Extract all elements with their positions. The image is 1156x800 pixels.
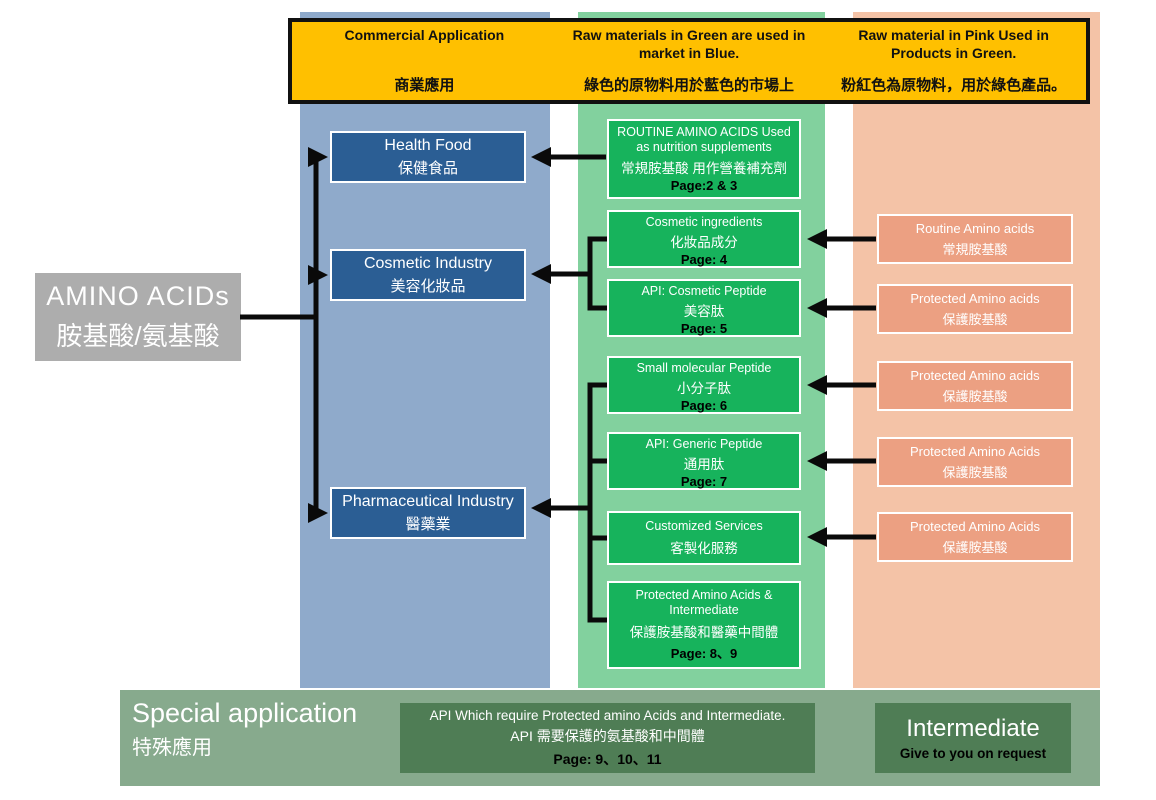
node-protected-amino-acids-raw-4: Protected Amino Acids 保護胺基酸: [877, 512, 1073, 562]
legend-pink-to-green: Raw material in Pink Used in Products in…: [821, 22, 1086, 100]
node-title: Protected Amino Acids: [909, 518, 1041, 534]
root-subtitle: 胺基酸/氨基酸: [56, 321, 220, 351]
node-page-ref: Page: 9、10、11: [553, 750, 662, 767]
legend-green-to-blue: Raw materials in Green are used in marke…: [557, 22, 822, 100]
special-application-band: Special application 特殊應用 API Which requi…: [120, 690, 1100, 786]
node-protected-amino-acids-raw-1: Protected Amino acids 保護胺基酸: [877, 284, 1073, 334]
node-title: Protected Amino acids: [910, 367, 1040, 383]
band-subtitle: 特殊應用: [132, 737, 212, 759]
node-title: Protected Amino acids: [910, 290, 1040, 306]
node-amino-acids-root: AMINO ACIDs 胺基酸/氨基酸: [35, 273, 241, 361]
root-title: AMINO ACIDs: [46, 281, 230, 311]
node-page-ref: Page: 4: [680, 252, 728, 267]
node-title: API: Generic Peptide: [645, 437, 763, 451]
node-title: Health Food: [384, 136, 472, 154]
node-title: Small molecular Peptide: [636, 361, 772, 375]
node-subtitle: 化妝品成分: [670, 235, 738, 250]
node-title: Customized Services: [645, 518, 763, 533]
node-subtitle: Give to you on request: [899, 746, 1047, 761]
node-protected-amino-acids-raw-2: Protected Amino acids 保護胺基酸: [877, 361, 1073, 411]
node-cosmetic-industry: Cosmetic Industry 美容化妝品: [330, 249, 526, 301]
special-application-heading: Special application 特殊應用: [132, 698, 357, 760]
legend-title: Raw materials in Green are used in marke…: [572, 27, 806, 61]
node-title: API: Cosmetic Peptide: [641, 284, 767, 298]
node-title: Protected Amino Acids & Intermediate: [635, 587, 773, 617]
node-page-ref: Page: 8、9: [670, 646, 738, 662]
node-page-ref: Page:2 & 3: [670, 178, 738, 194]
legend-title: Commercial Application: [344, 27, 505, 43]
blue-market-column-panel: [300, 12, 550, 688]
node-subtitle: 客製化服務: [670, 541, 738, 557]
node-title: Pharmaceutical Industry: [342, 492, 514, 510]
node-routine-amino-acids-supplements: ROUTINE AMINO ACIDS Used as nutrition su…: [607, 119, 801, 199]
legend-title: Raw material in Pink Used in Products in…: [858, 27, 1049, 61]
node-subtitle: 保護胺基酸: [942, 311, 1008, 327]
node-api-cosmetic-peptide: API: Cosmetic Peptide 美容肽 Page: 5: [607, 279, 801, 337]
node-subtitle: 醫藥業: [405, 515, 451, 533]
node-page-ref: Page: 7: [680, 474, 728, 489]
node-api-protected-intermediate: API Which require Protected amino Acids …: [400, 703, 815, 773]
node-intermediate: Intermediate Give to you on request: [875, 703, 1071, 773]
node-subtitle: 保護胺基酸: [942, 464, 1008, 480]
node-subtitle: 常規胺基酸: [942, 241, 1008, 257]
node-page-ref: Page: 5: [680, 321, 728, 336]
pink-raw-material-column-panel: [853, 12, 1100, 688]
node-title: Routine Amino acids: [915, 220, 1035, 236]
node-subtitle: 小分子肽: [677, 381, 731, 396]
node-subtitle: API 需要保護的氨基酸和中間體: [510, 727, 705, 744]
node-api-generic-peptide: API: Generic Peptide 通用肽 Page: 7: [607, 432, 801, 490]
node-subtitle: 常規胺基酸 用作營養補充劑: [621, 160, 787, 176]
legend-subtitle: 粉紅色為原物料，用於綠色產品。: [841, 77, 1067, 94]
node-title: ROUTINE AMINO ACIDS Used as nutrition su…: [617, 124, 791, 154]
node-subtitle: 保護胺基酸: [942, 388, 1008, 404]
node-title: Intermediate: [906, 715, 1040, 742]
node-cosmetic-ingredients: Cosmetic ingredients 化妝品成分 Page: 4: [607, 210, 801, 268]
node-protected-amino-acids-intermediate: Protected Amino Acids & Intermediate 保護胺…: [607, 581, 801, 669]
node-subtitle: 保護胺基酸和醫藥中間體: [629, 624, 779, 640]
legend-subtitle: 商業應用: [394, 77, 455, 94]
node-subtitle: 美容肽: [683, 304, 725, 319]
node-subtitle: 保健食品: [397, 159, 458, 177]
node-title: API Which require Protected amino Acids …: [429, 707, 786, 723]
node-customized-services: Customized Services 客製化服務: [607, 511, 801, 565]
legend-commercial-application: Commercial Application 商業應用: [292, 22, 557, 100]
legend-subtitle: 綠色的原物料用於藍色的市場上: [584, 77, 795, 94]
legend-header-bar: Commercial Application 商業應用 Raw material…: [288, 18, 1090, 104]
node-title: Cosmetic ingredients: [645, 215, 763, 229]
node-page-ref: Page: 6: [680, 398, 728, 413]
node-routine-amino-acids-raw: Routine Amino acids 常規胺基酸: [877, 214, 1073, 264]
node-small-molecular-peptide: Small molecular Peptide 小分子肽 Page: 6: [607, 356, 801, 414]
node-health-food: Health Food 保健食品: [330, 131, 526, 183]
node-subtitle: 通用肽: [683, 457, 725, 472]
node-pharmaceutical-industry: Pharmaceutical Industry 醫藥業: [330, 487, 526, 539]
node-protected-amino-acids-raw-3: Protected Amino Acids 保護胺基酸: [877, 437, 1073, 487]
node-title: Protected Amino Acids: [909, 443, 1041, 459]
band-title: Special application: [132, 698, 358, 728]
node-title: Cosmetic Industry: [363, 254, 493, 272]
node-subtitle: 保護胺基酸: [942, 539, 1008, 555]
node-subtitle: 美容化妝品: [390, 277, 466, 295]
